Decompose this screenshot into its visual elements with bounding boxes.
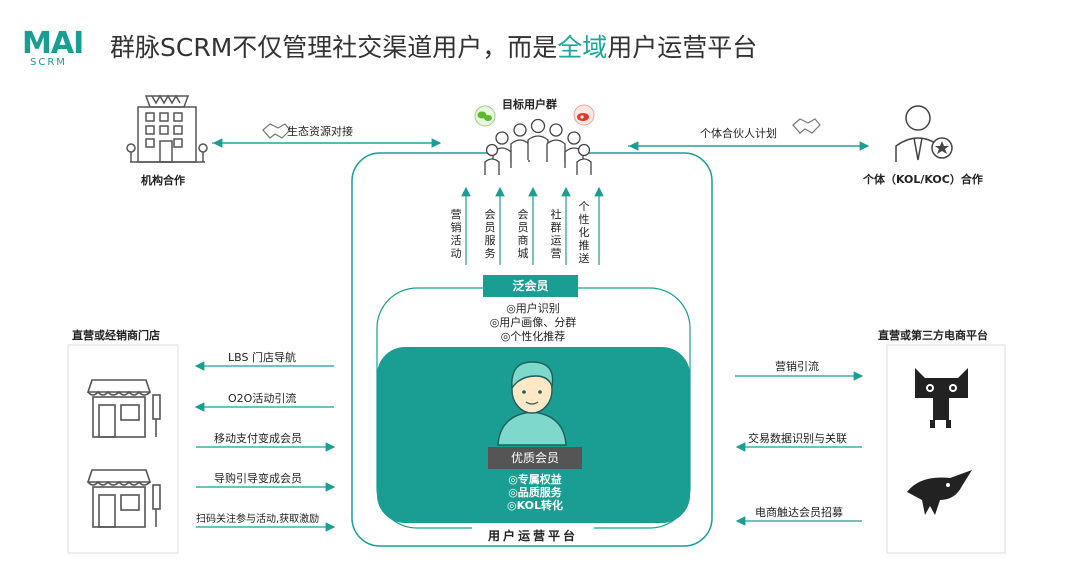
up-label-1: 营销活动: [450, 208, 462, 260]
storefront-icon-2: [86, 469, 161, 528]
up-label-3: 会员商城: [517, 208, 529, 260]
pan-feature-3: ◎个性化推荐: [500, 330, 566, 343]
star-icon: [935, 141, 949, 154]
target-group-label: 目标用户群: [502, 98, 557, 111]
up-label-5: 个性化推送: [578, 200, 590, 265]
pan-feature-1: ◎用户识别: [506, 302, 560, 315]
title-pre: 群脉SCRM不仅管理社交渠道用户，而是: [110, 33, 558, 62]
handshake-icon-left: [262, 123, 291, 139]
pan-feature-2: ◎用户画像、分群: [489, 316, 577, 329]
title-highlight: 全域: [557, 33, 608, 62]
wechat-icon: [474, 105, 496, 127]
title-post: 用户运营平台: [607, 33, 758, 62]
left-arrow-label-3: 移动支付变成会员: [214, 432, 302, 445]
jd-dog-icon: [907, 470, 972, 515]
handshake-icon-right: [792, 118, 821, 134]
left-arrow-label-5: 扫码关注参与活动,获取激励: [196, 514, 320, 525]
member-avatar-icon: [497, 361, 567, 446]
left-store-panel: [67, 344, 179, 554]
right-arrow-label-2: 交易数据识别与关联: [748, 432, 847, 445]
left-arrow-label-1: LBS 门店导航: [228, 351, 296, 364]
building-icon: [126, 94, 208, 163]
right-ecom-title: 直营或第三方电商平台: [878, 329, 988, 342]
individual-icon: [895, 105, 953, 162]
partner-plan-label: 个体合伙人计划: [700, 127, 777, 140]
quality-member-badge: 优质会员: [488, 447, 582, 469]
right-arrow-label-1: 营销引流: [775, 360, 819, 373]
platform-label: 用户运营平台: [472, 527, 594, 544]
tmall-cat-icon: [915, 368, 968, 428]
logo-sub-text: SCRM: [30, 57, 67, 68]
quality-feature-2: ◎品质服务: [508, 486, 562, 499]
up-label-2: 会员服务: [484, 208, 496, 260]
eco-link-label: 生态资源对接: [287, 125, 353, 138]
right-arrow-label-3: 电商触达会员招募: [755, 506, 843, 519]
storefront-icon-1: [86, 379, 161, 438]
pan-member-badge: 泛会员: [483, 275, 578, 297]
quality-feature-3: ◎KOL转化: [507, 499, 563, 512]
up-label-4: 社群运营: [550, 208, 562, 260]
quality-feature-1: ◎专属权益: [508, 473, 562, 486]
weibo-icon: [573, 104, 595, 126]
left-store-title: 直营或经销商门店: [72, 329, 160, 342]
left-arrow-label-2: O2O活动引流: [228, 392, 297, 405]
pan-feature-list: ◎用户识别 ◎用户画像、分群 ◎个性化推荐: [433, 302, 633, 344]
brand-logo: MAI SCRM: [22, 26, 84, 68]
right-ecom-panel: [886, 344, 1006, 554]
org-label: 机构合作: [141, 174, 185, 187]
user-group-icon: [484, 118, 592, 175]
individual-label: 个体（KOL/KOC）合作: [863, 173, 983, 186]
quality-feature-list: ◎专属权益 ◎品质服务 ◎KOL转化: [475, 473, 595, 512]
logo-main-text: MAI: [22, 26, 84, 61]
page-title: 群脉SCRM不仅管理社交渠道用户，而是全域用户运营平台: [110, 28, 757, 64]
left-arrow-label-4: 导购引导变成会员: [214, 472, 302, 485]
